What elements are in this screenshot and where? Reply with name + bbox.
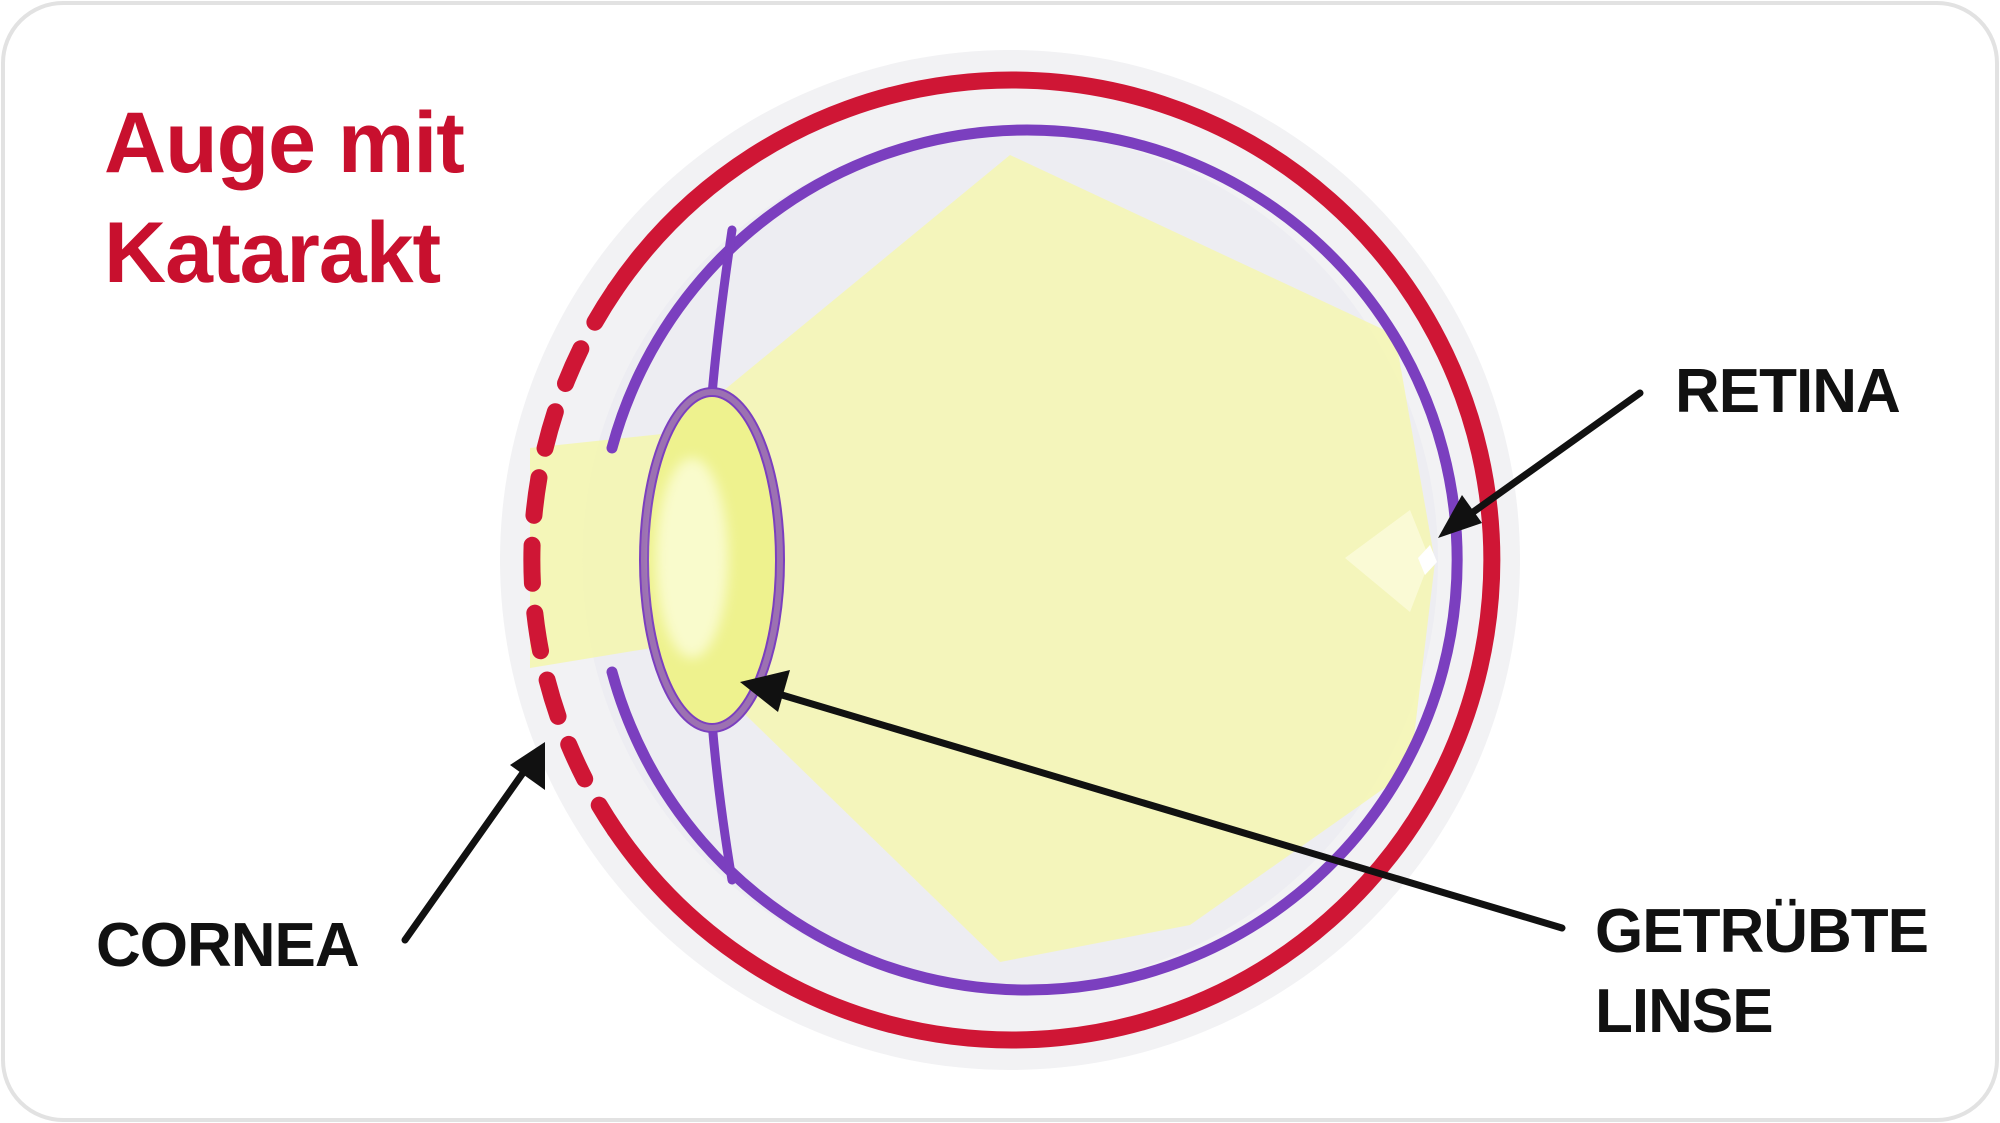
iris-upper (707, 225, 737, 400)
retina-focus-point (1418, 545, 1437, 575)
choroid-line (606, 124, 1463, 996)
arrow-retina (1438, 389, 1644, 538)
label-lens-line1: GETRÜBTE (1595, 897, 1928, 966)
diagram-title-line2: Katarakt (104, 205, 441, 301)
iris-lower (707, 717, 737, 885)
arrow-lens (740, 670, 1566, 932)
light-beam-diffuse (700, 155, 1435, 962)
arrow-cornea (401, 742, 545, 944)
label-lens-line2: LINSE (1595, 977, 1773, 1046)
clouded-lens-core (656, 458, 728, 658)
retina-glow (1345, 510, 1430, 612)
clouded-lens-ring (641, 389, 783, 731)
diagram-title-line1: Auge mit (104, 95, 464, 191)
cornea-dashed-line (523, 281, 624, 839)
label-cornea: CORNEA (96, 911, 359, 980)
label-retina: RETINA (1675, 357, 1900, 426)
sclera-line (606, 71, 1501, 1049)
